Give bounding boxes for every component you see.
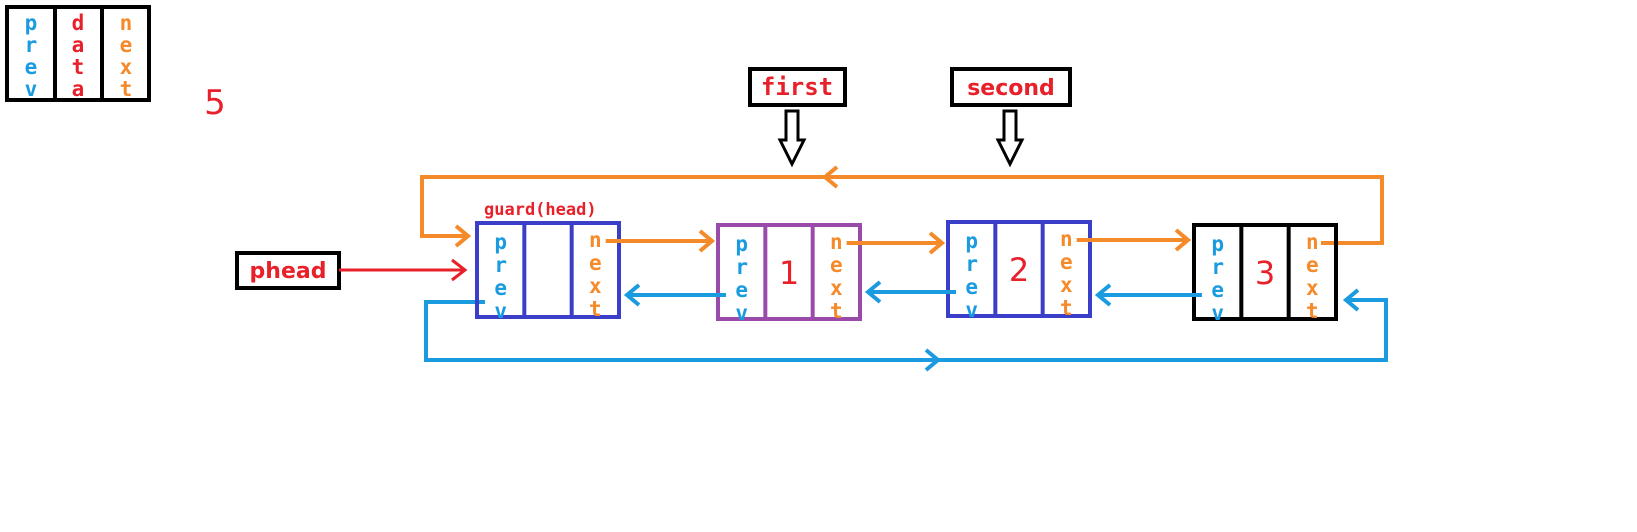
node-data-value: 3 xyxy=(1255,254,1275,292)
node-prev-field-char: r xyxy=(965,252,978,276)
links-layer xyxy=(605,228,1202,307)
node-prev-field-char: v xyxy=(494,299,507,323)
node-next-field-char: t xyxy=(1306,299,1319,323)
node-next-field-char: n xyxy=(1060,227,1073,251)
second-label: second xyxy=(967,76,1055,101)
node-next-field-char: n xyxy=(589,228,602,252)
node-next-field-char: x xyxy=(830,276,843,300)
legend-prev-label-char: v xyxy=(25,77,38,101)
next-link-1 xyxy=(846,231,946,255)
node-next-field-char: e xyxy=(1060,250,1073,274)
legend-next-label-char: n xyxy=(120,11,133,35)
legend-next-label-char: e xyxy=(120,33,133,57)
legend-prev-label-char: e xyxy=(25,55,38,79)
node-next-field-char: t xyxy=(589,297,602,321)
node-prev-field-char: e xyxy=(494,276,507,300)
node-next-field-char: x xyxy=(1060,273,1073,297)
first-down-arrow xyxy=(777,109,807,168)
node-prev-field-char: r xyxy=(494,253,507,277)
second-pointer: second xyxy=(950,67,1072,168)
node-prev-field-char: v xyxy=(1211,301,1224,325)
first-label: first xyxy=(761,73,833,101)
node-prev-field-char: e xyxy=(965,275,978,299)
node-next-field-char: x xyxy=(1306,276,1319,300)
phead-label: phead xyxy=(250,259,327,284)
node-prev-field-char: r xyxy=(1211,255,1224,279)
legend-next-label-char: x xyxy=(120,55,133,79)
second-down-arrow xyxy=(995,109,1025,168)
prev-link-3 xyxy=(1094,283,1202,307)
node-prev-field-char: r xyxy=(735,255,748,279)
legend-data-label-char: d xyxy=(72,11,85,35)
node-next-field-char: n xyxy=(830,230,843,254)
node-next-field-char: t xyxy=(830,299,843,323)
node-data-value: 1 xyxy=(779,254,799,292)
node-next-field-char: t xyxy=(1060,296,1073,320)
node-next-field-char: x xyxy=(589,274,602,298)
node-next-field-char: n xyxy=(1306,230,1319,254)
legend-data-label-char: a xyxy=(72,77,85,101)
legend-data-label-char: a xyxy=(72,33,85,57)
next-link-2 xyxy=(1076,228,1192,252)
node-next-field-char: e xyxy=(830,253,843,277)
prev-link-1 xyxy=(623,283,726,307)
next-link-0 xyxy=(605,229,716,253)
node-prev-field-char: e xyxy=(735,278,748,302)
legend-prev-label-char: p xyxy=(25,11,38,35)
node-border xyxy=(716,223,862,321)
node-prev-field-char: p xyxy=(494,230,507,254)
node-prev-field-char: p xyxy=(735,232,748,256)
node-prev-field-char: p xyxy=(965,229,978,253)
node-prev-field-char: v xyxy=(965,298,978,322)
node-next-field-char: e xyxy=(589,251,602,275)
node-border xyxy=(946,220,1092,318)
node-prev-field-char: p xyxy=(1211,232,1224,256)
first-pointer: first xyxy=(748,67,847,168)
node-border xyxy=(1192,223,1338,321)
prev-link-2 xyxy=(864,280,956,304)
legend-next-label-char: t xyxy=(120,77,133,101)
phead-pointer: phead xyxy=(235,251,468,290)
legend-prev-label-char: r xyxy=(25,33,38,57)
wrap-next-arrow xyxy=(420,165,1384,248)
node-prev-field-char: v xyxy=(735,301,748,325)
node-count: 5 xyxy=(204,83,226,123)
node-data-value: 2 xyxy=(1009,251,1029,289)
node-prev-field-char: e xyxy=(1211,278,1224,302)
node-next-field-char: e xyxy=(1306,253,1319,277)
wrap-prev-arrow xyxy=(424,288,1388,372)
node-border xyxy=(475,221,621,319)
guard-label: guard(head) xyxy=(484,200,597,220)
legend-data-label-char: t xyxy=(72,55,85,79)
